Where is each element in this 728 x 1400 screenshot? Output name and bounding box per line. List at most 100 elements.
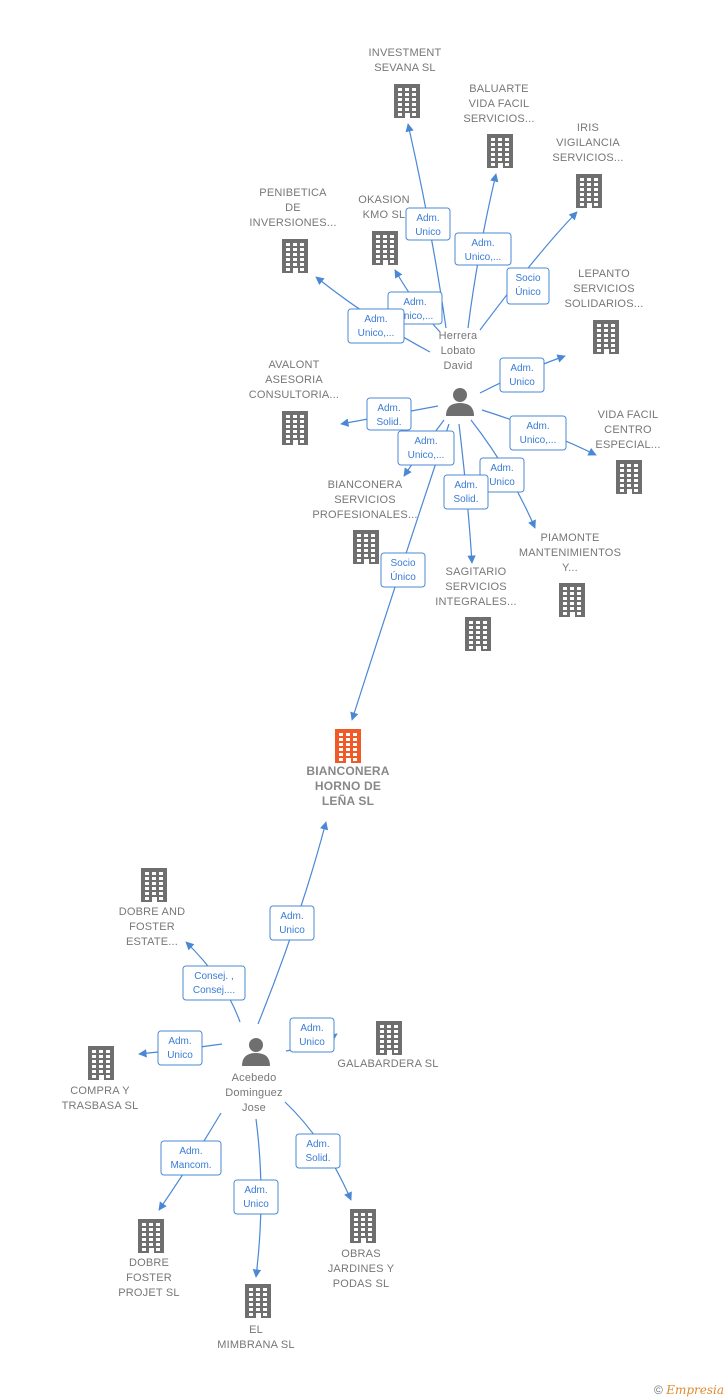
person-icon[interactable] (446, 388, 474, 416)
building-icon[interactable] (282, 239, 308, 273)
building-icon[interactable] (465, 617, 491, 651)
node-baluarte[interactable]: BALUARTE VIDA FACIL SERVICIOS... (463, 83, 534, 168)
role-badge[interactable]: Adm.Unico (405, 207, 451, 241)
company-name[interactable]: DE (285, 202, 301, 214)
node-okasion[interactable]: OKASION KMO SL (358, 194, 410, 265)
company-name[interactable]: Y... (562, 562, 578, 574)
role-badge[interactable]: Adm.Solid. (366, 397, 412, 431)
node-penibetica[interactable]: PENIBETICA DE INVERSIONES... (249, 187, 336, 273)
company-name[interactable]: AVALONT (268, 359, 319, 371)
company-name[interactable]: SERVICIOS (334, 494, 396, 506)
company-name[interactable]: OKASION (358, 194, 410, 206)
node-mimbrana[interactable]: EL MIMBRANA SL (217, 1284, 294, 1351)
person-name[interactable]: Acebedo (232, 1072, 277, 1084)
company-name[interactable]: IRIS (577, 122, 599, 134)
building-icon[interactable] (616, 460, 642, 494)
role-badge[interactable]: Consej. ,Consej.... (182, 965, 246, 1001)
building-icon[interactable] (593, 320, 619, 354)
company-name[interactable]: INVERSIONES... (249, 217, 336, 229)
building-icon[interactable] (88, 1046, 114, 1080)
role-badge[interactable]: Adm.Solid. (443, 474, 489, 510)
person-name[interactable]: Dominguez (225, 1087, 282, 1099)
company-name[interactable]: FOSTER (129, 921, 175, 933)
company-name[interactable]: HORNO DE (315, 779, 381, 793)
role-badge[interactable]: Adm.Unico (233, 1179, 279, 1215)
brand-logo[interactable]: Empresia (666, 1383, 724, 1397)
company-name[interactable]: BIANCONERA (328, 479, 403, 491)
company-name[interactable]: SOLIDARIOS... (564, 298, 643, 310)
company-name[interactable]: JARDINES Y (328, 1263, 395, 1275)
person-name[interactable]: Jose (242, 1102, 266, 1114)
company-name[interactable]: SAGITARIO (446, 566, 507, 578)
company-name[interactable]: ESPECIAL... (595, 439, 660, 451)
node-obras[interactable]: OBRAS JARDINES Y PODAS SL (328, 1209, 395, 1290)
company-name[interactable]: MANTENIMIENTOS (519, 547, 621, 559)
building-icon[interactable] (376, 1021, 402, 1055)
building-icon[interactable] (372, 231, 398, 265)
company-name[interactable]: PODAS SL (333, 1278, 390, 1290)
company-name[interactable]: PROFESIONALES... (312, 509, 417, 521)
node-investment[interactable]: INVESTMENT SEVANA SL (369, 47, 442, 118)
company-name[interactable]: BALUARTE (469, 83, 528, 95)
company-name[interactable]: VIDA FACIL (598, 409, 659, 421)
company-name[interactable]: SERVICIOS (445, 581, 507, 593)
node-vidafacil[interactable]: VIDA FACIL CENTRO ESPECIAL... (595, 409, 660, 494)
building-icon[interactable] (335, 729, 361, 763)
building-icon[interactable] (487, 134, 513, 168)
role-badge[interactable]: Adm.Unico (499, 357, 545, 393)
building-icon[interactable] (394, 84, 420, 118)
building-icon[interactable] (559, 583, 585, 617)
company-name[interactable]: SEVANA SL (374, 62, 436, 74)
building-icon[interactable] (353, 530, 379, 564)
node-sagitario[interactable]: SAGITARIOSERVICIOSINTEGRALES... (435, 566, 517, 651)
building-icon[interactable] (141, 868, 167, 902)
node-lepanto[interactable]: LEPANTO SERVICIOS SOLIDARIOS... (564, 268, 643, 354)
node-bianserv[interactable]: BIANCONERA SERVICIOS PROFESIONALES... (312, 479, 417, 564)
company-name[interactable]: CENTRO (604, 424, 652, 436)
company-name[interactable]: OBRAS (341, 1248, 381, 1260)
role-badge[interactable]: Adm.Mancom. (160, 1140, 222, 1176)
role-badge[interactable]: Adm.Unico,... (454, 232, 512, 266)
company-name[interactable]: PIAMONTE (540, 532, 599, 544)
company-name[interactable]: MIMBRANA SL (217, 1339, 294, 1351)
company-name[interactable]: SERVICIOS (573, 283, 635, 295)
company-name[interactable]: GALABARDERA SL (337, 1058, 438, 1070)
company-name[interactable]: SERVICIOS... (552, 152, 623, 164)
node-iris[interactable]: IRIS VIGILANCIA SERVICIOS... (552, 122, 623, 208)
node-compra[interactable]: COMPRA Y TRASBASA SL (62, 1046, 139, 1112)
node-dobreestate[interactable]: DOBRE ANDFOSTERESTATE... (119, 868, 186, 948)
company-name[interactable]: VIDA FACIL (469, 98, 530, 110)
node-piamonte[interactable]: PIAMONTE MANTENIMIENTOS Y... (519, 532, 621, 617)
node-galabardera[interactable]: GALABARDERA SL (337, 1021, 438, 1070)
company-name[interactable]: CONSULTORIA... (249, 389, 339, 401)
company-name[interactable]: EL (249, 1324, 263, 1336)
company-name[interactable]: LEPANTO (578, 268, 630, 280)
company-name[interactable]: KMO SL (363, 209, 406, 221)
role-badge[interactable]: Adm.Unico (157, 1030, 203, 1066)
company-name[interactable]: COMPRA Y (70, 1085, 130, 1097)
company-name[interactable]: PENIBETICA (259, 187, 327, 199)
person-name[interactable]: Lobato (441, 345, 476, 357)
building-icon[interactable] (138, 1219, 164, 1253)
role-badge[interactable]: Adm.Unico (269, 905, 315, 941)
company-name[interactable]: VIGILANCIA (556, 137, 620, 149)
company-name[interactable]: DOBRE AND (119, 906, 186, 918)
company-name[interactable]: LEÑA SL (322, 793, 374, 808)
company-name[interactable]: INVESTMENT (369, 47, 442, 59)
role-badge[interactable]: Adm.Unico,... (509, 415, 567, 451)
building-icon[interactable] (282, 411, 308, 445)
person-icon[interactable] (242, 1038, 270, 1066)
node-avalont[interactable]: AVALONT ASESORIA CONSULTORIA... (249, 359, 339, 445)
company-name[interactable]: ASESORIA (265, 374, 323, 386)
company-name[interactable]: FOSTER (126, 1272, 172, 1284)
role-badge[interactable]: Adm.Unico,... (397, 430, 455, 466)
company-name[interactable]: PROJET SL (118, 1287, 180, 1299)
building-icon[interactable] (576, 174, 602, 208)
role-badge[interactable]: Adm.Unico,... (347, 308, 405, 344)
company-name[interactable]: SERVICIOS... (463, 113, 534, 125)
company-name[interactable]: TRASBASA SL (62, 1100, 139, 1112)
role-badge[interactable]: Adm.Solid. (295, 1133, 341, 1169)
